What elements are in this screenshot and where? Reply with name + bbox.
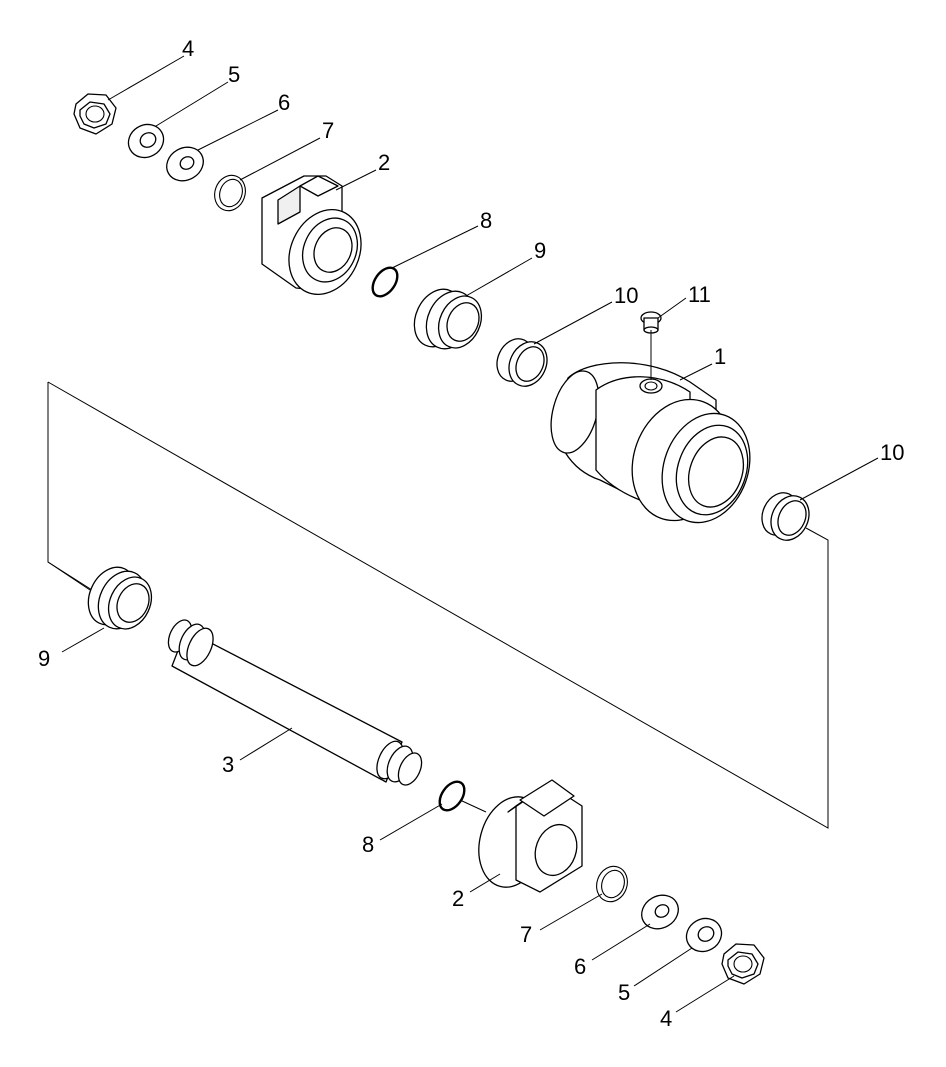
bushing-right [761, 492, 810, 541]
callout-8-top: 8 [480, 208, 492, 233]
callout-9-top: 9 [534, 238, 546, 263]
plug [640, 311, 662, 334]
assembly-outline-frame-left [47, 382, 93, 591]
callout-6-bottom: 6 [574, 954, 586, 979]
callout-3: 3 [222, 752, 234, 777]
flat-washer-bottom [641, 894, 679, 930]
callout-10-right: 10 [880, 440, 904, 465]
o-ring-bottom [438, 780, 466, 812]
callout-2-top: 2 [378, 150, 390, 175]
callout-9-left: 9 [38, 646, 50, 671]
callout-2-bottom: 2 [452, 886, 464, 911]
end-bracket-bottom [478, 779, 583, 893]
callout-11: 11 [688, 282, 711, 307]
o-ring-top [371, 266, 399, 298]
bushing-top [496, 338, 548, 387]
roller-body [550, 362, 751, 524]
callout-4-top: 4 [182, 36, 194, 61]
callout-8-bottom: 8 [362, 832, 374, 857]
lock-washer-top [127, 123, 165, 159]
floating-seal-top [413, 288, 483, 350]
snap-ring-bottom [596, 865, 628, 903]
callout-10-top: 10 [614, 283, 638, 308]
hex-nut-bottom [721, 943, 765, 985]
callout-6-top: 6 [278, 90, 290, 115]
flat-washer-top [166, 146, 204, 182]
shaft [167, 619, 423, 786]
callout-7-top: 7 [322, 118, 334, 143]
floating-seal-left [87, 566, 153, 630]
assembly-outline-frame [47, 382, 91, 591]
callout-5-bottom: 5 [618, 980, 630, 1005]
end-bracket-top [261, 175, 362, 296]
callout-4-bottom: 4 [660, 1006, 672, 1031]
callout-7-bottom: 7 [520, 922, 532, 947]
leader-lines [61, 55, 879, 1013]
callout-1: 1 [714, 344, 726, 369]
snap-ring-top [214, 174, 246, 212]
callout-5-top: 5 [228, 62, 240, 87]
assembly-outline-frame-diagonal [47, 381, 829, 829]
lock-washer-bottom [685, 917, 723, 953]
hex-nut-top [73, 93, 117, 135]
